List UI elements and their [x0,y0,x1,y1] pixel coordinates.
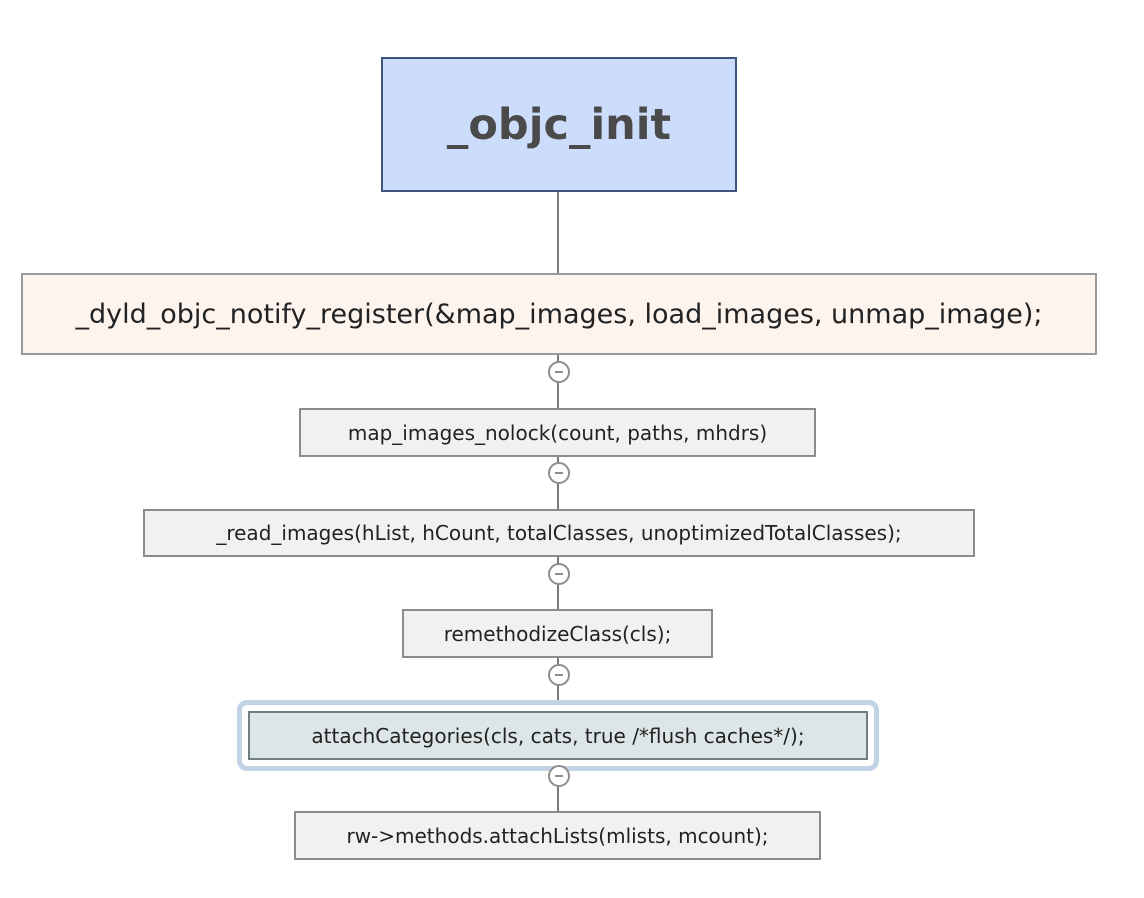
collapse-minus-icon[interactable] [548,361,570,383]
node-label: _dyld_objc_notify_register(&map_images, … [75,298,1043,330]
root-node-objc-init[interactable]: _objc_init [381,57,737,192]
node-label: _read_images(hList, hCount, totalClasses… [216,521,902,545]
node-label: remethodizeClass(cls); [443,621,672,646]
collapse-minus-icon[interactable] [548,563,570,585]
node-label: map_images_nolock(count, paths, mhdrs) [347,420,768,445]
node-remethodize-class[interactable]: remethodizeClass(cls); [402,609,713,658]
collapse-minus-icon[interactable] [548,765,570,787]
node-label: rw->methods.attachLists(mlists, mcount); [346,823,769,848]
node-read-images[interactable]: _read_images(hList, hCount, totalClasses… [143,509,975,557]
collapse-minus-icon[interactable] [548,664,570,686]
root-node-label: _objc_init [446,99,672,150]
node-attach-categories-selected[interactable]: attachCategories(cls, cats, true /*flush… [248,711,868,760]
node-attach-lists[interactable]: rw->methods.attachLists(mlists, mcount); [294,811,821,860]
node-map-images-nolock[interactable]: map_images_nolock(count, paths, mhdrs) [299,408,816,457]
collapse-minus-icon[interactable] [548,462,570,484]
node-label: attachCategories(cls, cats, true /*flush… [311,723,805,748]
node-dyld-objc-notify-register[interactable]: _dyld_objc_notify_register(&map_images, … [21,273,1097,355]
